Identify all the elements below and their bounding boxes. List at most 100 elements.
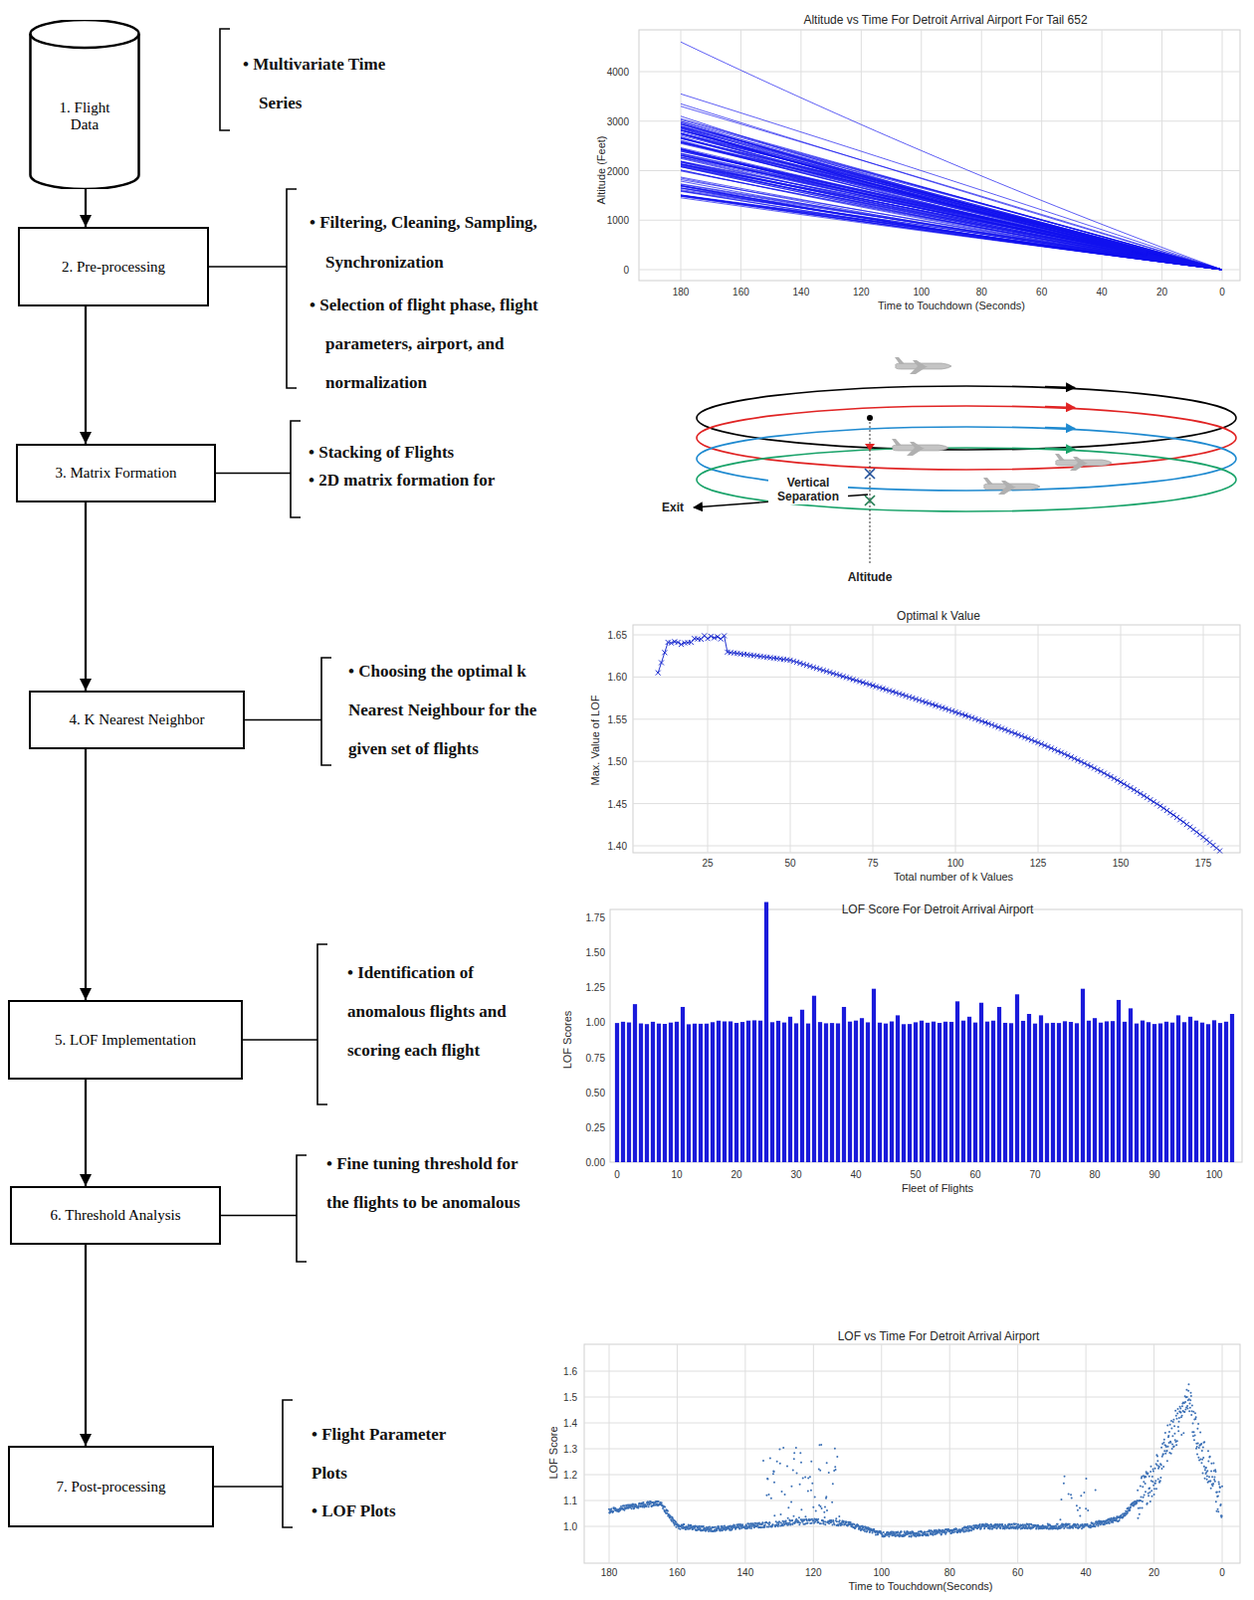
lof-point bbox=[995, 1525, 998, 1528]
lof-bar bbox=[913, 1022, 918, 1163]
lof-point bbox=[970, 1529, 973, 1532]
lof-point bbox=[883, 1535, 886, 1538]
grid-line bbox=[1017, 1344, 1019, 1564]
lof-point bbox=[835, 1468, 837, 1471]
lof-point bbox=[1065, 1527, 1068, 1530]
lof-point bbox=[1066, 1523, 1069, 1526]
lof-point bbox=[790, 1523, 793, 1526]
lof-point bbox=[699, 1527, 702, 1530]
lof-point bbox=[823, 1522, 826, 1525]
lof-point bbox=[989, 1527, 992, 1530]
lof-point bbox=[919, 1533, 922, 1536]
lof-point bbox=[666, 1509, 669, 1512]
lof-point bbox=[1062, 1482, 1065, 1485]
lof-point bbox=[765, 1494, 768, 1497]
lof-point bbox=[1012, 1527, 1015, 1530]
lof-point bbox=[631, 1504, 634, 1507]
lof-point bbox=[1134, 1502, 1137, 1505]
lof-point bbox=[1153, 1487, 1156, 1490]
lof-bar bbox=[1003, 1023, 1008, 1163]
lof-point bbox=[918, 1534, 921, 1537]
lof-point bbox=[1183, 1411, 1186, 1414]
lof-point bbox=[1146, 1472, 1149, 1475]
lof-bar bbox=[818, 1022, 823, 1163]
lof-point bbox=[769, 1458, 772, 1461]
lof-point bbox=[928, 1530, 931, 1533]
lof-point bbox=[1069, 1493, 1072, 1496]
lof-point bbox=[1181, 1405, 1184, 1408]
lof-point bbox=[1178, 1417, 1181, 1420]
lof-point bbox=[725, 1528, 728, 1531]
lof-point bbox=[1172, 1421, 1175, 1424]
lof-point bbox=[1112, 1517, 1115, 1520]
lof-bar bbox=[644, 1024, 649, 1163]
altitude-curve bbox=[680, 148, 1223, 270]
lof-point bbox=[1105, 1522, 1108, 1525]
lof-point bbox=[647, 1503, 650, 1506]
lof-bar bbox=[1224, 1022, 1229, 1163]
lof-bar bbox=[704, 1024, 709, 1163]
lof-point bbox=[772, 1470, 775, 1473]
lof-point bbox=[766, 1478, 769, 1481]
lof-point bbox=[763, 1526, 766, 1529]
lof-point bbox=[789, 1519, 792, 1522]
lof-point bbox=[695, 1529, 698, 1532]
lof-point bbox=[708, 1525, 711, 1528]
lof-point bbox=[610, 1508, 613, 1511]
lof-point bbox=[1156, 1463, 1159, 1466]
lof-point bbox=[789, 1520, 792, 1523]
lof-point bbox=[786, 1465, 789, 1468]
altitude-curve bbox=[680, 126, 1223, 270]
lof-bar bbox=[1116, 1000, 1121, 1163]
lof-bar bbox=[788, 1017, 793, 1163]
lof-point bbox=[819, 1469, 822, 1472]
lof-point bbox=[814, 1520, 817, 1523]
lof-point bbox=[806, 1522, 809, 1525]
lof-point bbox=[919, 1530, 922, 1533]
lof-point bbox=[898, 1535, 901, 1538]
lof-point bbox=[836, 1523, 839, 1526]
lof-point bbox=[717, 1526, 720, 1529]
lof-point bbox=[1128, 1508, 1131, 1511]
lof-point bbox=[841, 1520, 844, 1523]
lof-point bbox=[661, 1505, 664, 1508]
lof-point bbox=[792, 1515, 795, 1518]
lof-point bbox=[828, 1471, 831, 1474]
orbit-arrow bbox=[1045, 407, 1075, 409]
lof-point bbox=[1128, 1509, 1131, 1512]
lof-bar bbox=[1015, 994, 1020, 1163]
lof-point bbox=[980, 1527, 983, 1530]
altitude-curve bbox=[680, 155, 1223, 270]
lof-bar bbox=[692, 1024, 697, 1163]
lof-point bbox=[682, 1523, 685, 1526]
lof-point bbox=[784, 1493, 787, 1496]
lof-point bbox=[796, 1471, 799, 1474]
orbit-arrow bbox=[1045, 387, 1075, 389]
lof-point bbox=[790, 1485, 793, 1488]
lof-point bbox=[1108, 1522, 1111, 1525]
lof-point bbox=[659, 1502, 662, 1505]
lof-point bbox=[682, 1523, 685, 1526]
level-dot bbox=[866, 415, 873, 421]
lof-points bbox=[608, 1383, 1224, 1538]
lof-point bbox=[1089, 1524, 1092, 1527]
lof-point bbox=[719, 1529, 722, 1532]
lof-bar bbox=[1050, 1023, 1055, 1163]
lof-point bbox=[733, 1524, 736, 1527]
lof-point bbox=[866, 1526, 869, 1529]
lof-point bbox=[788, 1522, 791, 1525]
lof-point bbox=[1160, 1447, 1163, 1450]
lof-point bbox=[638, 1504, 641, 1507]
lof-point bbox=[1171, 1435, 1174, 1438]
lof-point bbox=[1147, 1492, 1150, 1495]
lof-bar bbox=[859, 1018, 864, 1163]
lof-point bbox=[679, 1528, 682, 1531]
lof-point bbox=[712, 1526, 715, 1529]
grid-line bbox=[860, 29, 862, 281]
lof-bar bbox=[955, 1001, 960, 1163]
lof-point bbox=[787, 1517, 790, 1520]
lof-bar bbox=[794, 1023, 799, 1163]
aircraft-icon bbox=[891, 438, 949, 456]
lof-point bbox=[762, 1522, 765, 1525]
lof-point bbox=[773, 1481, 776, 1484]
